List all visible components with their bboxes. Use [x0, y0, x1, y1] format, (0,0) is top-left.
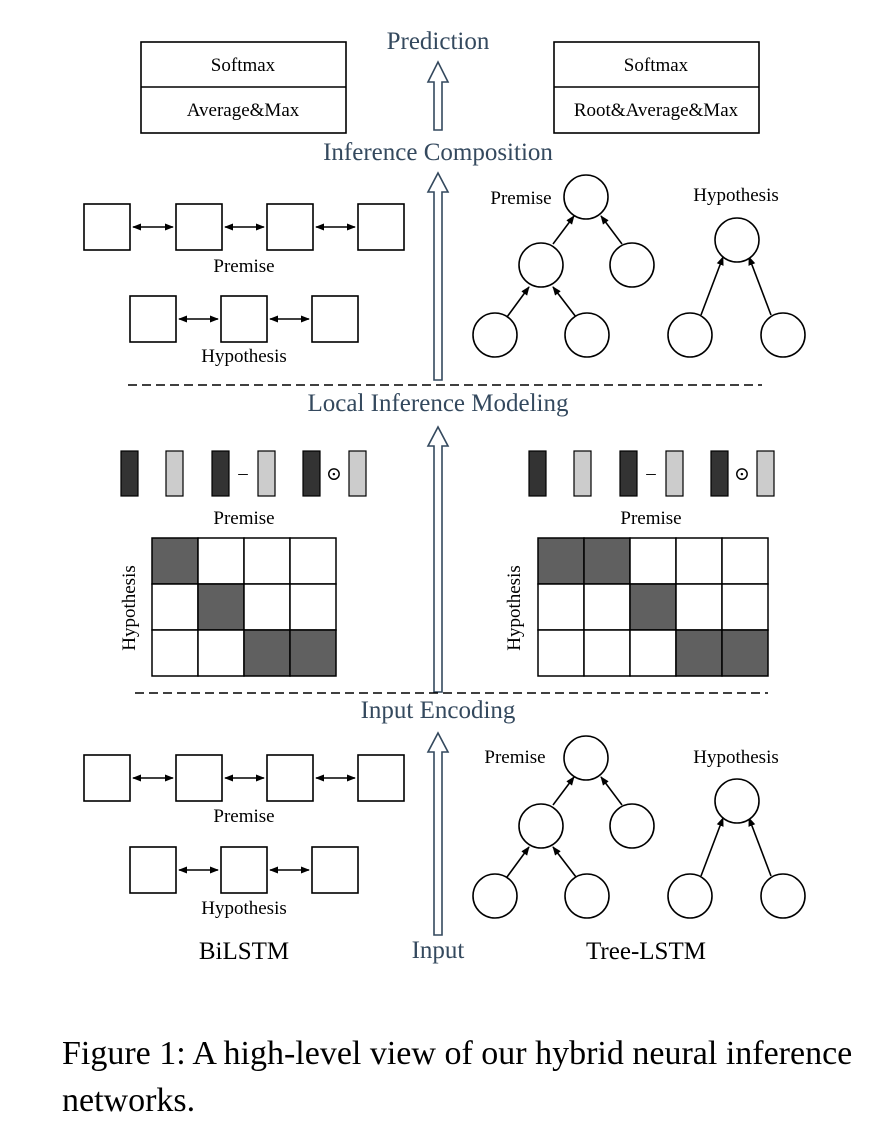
alignment-cell-right-r1-c4	[721, 583, 769, 631]
alignment-cell-left-r0-c2	[243, 537, 291, 585]
odot-operator-left: ⊙	[326, 464, 342, 485]
alignment-cell-right-r0-c4	[721, 537, 769, 585]
encoding-tree-premise-label: Premise	[484, 747, 545, 768]
composition-tree-hypothesis-label: Hypothesis	[693, 185, 779, 206]
softmax-label-left: Softmax	[211, 55, 276, 76]
stage-input: Input	[412, 937, 465, 964]
alignment-cell-right-r2-c1	[583, 629, 631, 677]
composition-hypothesis-label: Hypothesis	[201, 346, 287, 367]
pooling-box-right: Softmax Root&Average&Max	[553, 41, 760, 134]
encoding-hypothesis-label: Hypothesis	[201, 898, 287, 919]
alignment-cell-right-r0-c1-aligned	[583, 537, 631, 585]
composition-tree-premise-label: Premise	[490, 188, 551, 209]
minus-operator-right: –	[645, 463, 656, 484]
tree-lstm-label: Tree-LSTM	[586, 938, 706, 965]
composition-tree: Premise Hypothesis	[472, 174, 806, 358]
encoding-bilstm: Premise Hypothesis	[83, 754, 405, 919]
bilstm-label: BiLSTM	[199, 938, 289, 965]
pooling-label-right: Root&Average&Max	[574, 100, 739, 121]
alignment-cell-right-r0-c3	[675, 537, 723, 585]
minus-operator-left: –	[237, 463, 248, 484]
alignment-cell-right-r1-c0	[537, 583, 585, 631]
composition-hypothesis-chain	[129, 295, 359, 343]
composition-premise-chain	[83, 203, 405, 251]
local-premise-label-right: Premise	[620, 508, 681, 529]
flow-arrow-input-to-encoding	[426, 731, 450, 936]
matrix-hypothesis-label-left: Hypothesis	[119, 565, 140, 651]
alignment-cell-right-r0-c0-aligned	[537, 537, 585, 585]
composition-hypothesis-tree	[667, 217, 806, 358]
encoding-hypothesis-chain	[129, 846, 359, 894]
encoding-tree-hypothesis-label: Hypothesis	[693, 747, 779, 768]
alignment-cell-right-r2-c2	[629, 629, 677, 677]
pooling-box-left: Softmax Average&Max	[140, 41, 347, 134]
flow-arrow-composition-to-prediction	[426, 60, 450, 131]
odot-operator-right: ⊙	[734, 464, 750, 485]
stage-input-encoding: Input Encoding	[361, 697, 516, 724]
enhancement-vectors-right: – ⊙	[528, 450, 775, 497]
alignment-cell-left-r1-c2	[243, 583, 291, 631]
composition-premise-tree	[472, 174, 655, 358]
composition-bilstm: Premise Hypothesis	[83, 203, 405, 367]
alignment-cell-right-r2-c0	[537, 629, 585, 677]
alignment-cell-left-r2-c2-aligned	[243, 629, 291, 677]
alignment-cell-right-r1-c3	[675, 583, 723, 631]
pooling-label-left: Average&Max	[187, 100, 300, 121]
alignment-cell-left-r1-c0	[151, 583, 199, 631]
figure-caption: Figure 1: A high-level view of our hybri…	[62, 1035, 853, 1119]
alignment-cell-right-r1-c2-aligned	[629, 583, 677, 631]
stage-prediction: Prediction	[387, 28, 490, 55]
encoding-premise-tree	[472, 735, 655, 919]
matrix-hypothesis-label-right: Hypothesis	[504, 565, 525, 651]
alignment-cell-left-r1-c3	[289, 583, 337, 631]
encoding-hypothesis-tree	[667, 778, 806, 919]
encoding-tree: Premise Hypothesis	[472, 735, 806, 919]
stage-local-inference-modeling: Local Inference Modeling	[308, 390, 569, 417]
composition-premise-label: Premise	[213, 256, 274, 277]
flow-arrow-local-to-composition	[426, 171, 450, 381]
central-flow-arrows	[426, 60, 450, 936]
alignment-cell-right-r0-c2	[629, 537, 677, 585]
alignment-cell-left-r0-c0-aligned	[151, 537, 199, 585]
alignment-cell-left-r0-c1	[197, 537, 245, 585]
alignment-cell-right-r1-c1	[583, 583, 631, 631]
alignment-matrix-left	[151, 537, 337, 677]
alignment-cell-left-r2-c1	[197, 629, 245, 677]
alignment-matrix-right	[537, 537, 769, 677]
alignment-cell-left-r1-c1-aligned	[197, 583, 245, 631]
alignment-cell-right-r2-c3-aligned	[675, 629, 723, 677]
encoding-premise-label: Premise	[213, 806, 274, 827]
stage-inference-composition: Inference Composition	[323, 139, 553, 166]
flow-arrow-encoding-to-local	[426, 425, 450, 693]
softmax-label-right: Softmax	[624, 55, 689, 76]
alignment-cell-right-r2-c4-aligned	[721, 629, 769, 677]
alignment-cell-left-r2-c0	[151, 629, 199, 677]
local-premise-label-left: Premise	[213, 508, 274, 529]
alignment-cell-left-r2-c3-aligned	[289, 629, 337, 677]
alignment-cell-left-r0-c3	[289, 537, 337, 585]
encoding-premise-chain	[83, 754, 405, 802]
enhancement-vectors-left: – ⊙	[120, 450, 367, 497]
hybrid-inference-diagram: Prediction Inference Composition Local I…	[83, 28, 806, 965]
